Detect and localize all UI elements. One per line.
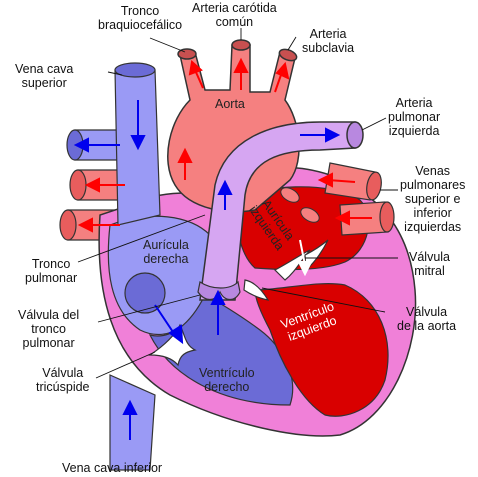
label-line: Válvula — [406, 305, 448, 319]
label-line: pulmonares — [400, 178, 466, 192]
label-line: tricúspide — [36, 380, 90, 394]
label-line: Arteria carótida — [192, 1, 277, 15]
arrow-rpv-2 — [77, 217, 120, 233]
label-line: común — [215, 15, 254, 29]
label-line: braquiocefálico — [98, 18, 183, 32]
label-line: inferior — [413, 206, 452, 220]
leader-lines — [77, 28, 398, 379]
arrow-right-pulmonary — [73, 137, 120, 153]
label-arteria-carotida: Arteria carótida común — [192, 1, 277, 29]
label-line: Arteria — [309, 27, 347, 41]
arrow-ivc-up — [122, 399, 138, 440]
label-vena-cava-superior: Vena cava superior — [15, 62, 73, 90]
deoxygenated-flow-arrows — [73, 100, 341, 440]
label-line: Válvula — [409, 250, 450, 264]
inferior-vena-cava — [109, 374, 156, 471]
label-line: subclavia — [302, 41, 355, 55]
label-line: Arteria — [395, 96, 433, 110]
arrow-lpv-1 — [317, 172, 356, 188]
label-valvula-tricuspide: Válvula tricúspide — [36, 366, 90, 394]
pulmonary-valve — [197, 280, 241, 301]
arrow-lpv-2 — [334, 210, 372, 226]
label-auricula-derecha: Aurícula derecha — [143, 238, 189, 266]
label-tronco-braquiocefalico: Tronco braquiocefálico — [98, 4, 182, 32]
label-aorta: Aorta — [215, 97, 245, 111]
label-line: Vena cava — [15, 62, 74, 76]
label-line: tronco — [31, 322, 66, 336]
arrow-aorta-up — [177, 147, 193, 180]
label-line: Válvula del — [18, 308, 80, 322]
label-line: Tronco — [120, 4, 160, 18]
label-valvula-mitral: Válvula mitral — [409, 250, 450, 278]
arrow-carotid — [233, 57, 249, 90]
arrow-subclavia — [274, 61, 290, 93]
arrow-mitral — [297, 239, 313, 277]
label-line: superior — [21, 76, 67, 90]
pulmonary-vein-openings — [280, 187, 320, 223]
label-venas-pulmonares: Venas pulmonares superior e inferior izq… — [400, 164, 465, 234]
label-line: de la aorta — [397, 319, 457, 333]
mitral-valve — [274, 249, 311, 281]
aorta — [167, 39, 300, 213]
right-ventricle — [148, 294, 294, 406]
label-line: pulmonar — [388, 110, 441, 124]
label-ventriculo-derecho: Ventrículo derecho — [199, 366, 255, 394]
arrow-rv-up — [210, 289, 226, 335]
label-line: Aurícula — [143, 238, 189, 252]
left-atrium — [234, 186, 369, 271]
arrow-pt-up — [217, 179, 233, 210]
label-line: Venas — [415, 164, 451, 178]
arrow-pulmonary-artery-left — [300, 127, 341, 143]
label-line: Válvula — [42, 366, 84, 380]
label-line: izquierdas — [404, 220, 462, 234]
arrow-rpv-1 — [84, 177, 125, 193]
label-valvula-tronco-pulmonar: Válvula del tronco pulmonar — [18, 308, 79, 350]
label-vena-cava-inferior: Vena cava inferior — [62, 461, 163, 475]
pulmonary-trunk — [199, 121, 364, 301]
label-line: Tronco — [31, 257, 71, 271]
left-ventricle — [254, 283, 389, 417]
label-line: derecha — [143, 252, 189, 266]
label-line: Ventrículo — [199, 366, 255, 380]
label-line: derecho — [204, 380, 250, 394]
coronary-sinus — [124, 272, 166, 314]
arrow-ra-to-rv — [154, 304, 184, 345]
label-line: mitral — [414, 264, 445, 278]
label-arteria-pulmonar-izquierda: Arteria pulmonar izquierda — [388, 96, 440, 138]
arrow-brachiocephalic — [188, 60, 204, 89]
aortic-valve — [243, 279, 270, 301]
label-valvula-aorta: Válvula de la aorta — [397, 305, 456, 333]
oxygenated-flow-arrows — [77, 57, 372, 277]
label-line: superior e — [404, 192, 461, 206]
arrow-svc-down — [130, 100, 146, 151]
label-line: pulmonar — [22, 336, 75, 350]
label-arteria-subclavia: Arteria subclavia — [302, 27, 354, 55]
label-line: izquierda — [388, 124, 440, 138]
label-line: pulmonar — [25, 271, 78, 285]
label-tronco-pulmonar: Tronco pulmonar — [25, 257, 77, 285]
